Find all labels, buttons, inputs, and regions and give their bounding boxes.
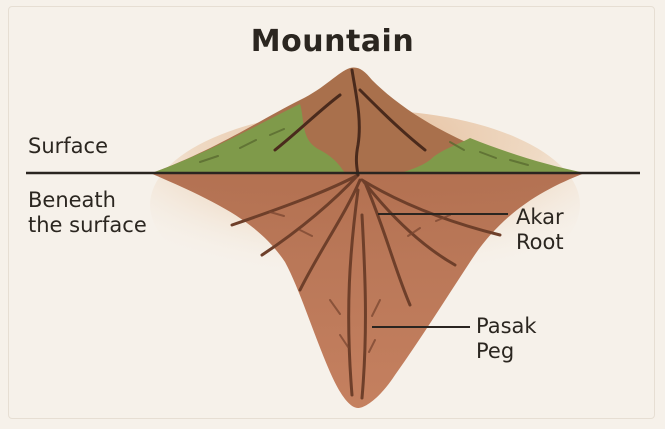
root-label-line2: Root xyxy=(516,230,564,255)
peg-label: Pasak Peg xyxy=(476,314,537,364)
beneath-surface-label: Beneath the surface xyxy=(28,188,147,238)
peg-label-line1: Pasak xyxy=(476,314,537,339)
beneath-label-line2: the surface xyxy=(28,213,147,238)
surface-label: Surface xyxy=(28,134,108,159)
diagram-title: Mountain xyxy=(0,24,665,59)
beneath-label-line1: Beneath xyxy=(28,188,147,213)
peg-label-line2: Peg xyxy=(476,339,537,364)
root-label: Akar Root xyxy=(516,205,564,255)
root-label-line1: Akar xyxy=(516,205,564,230)
surface-label-text: Surface xyxy=(28,134,108,159)
